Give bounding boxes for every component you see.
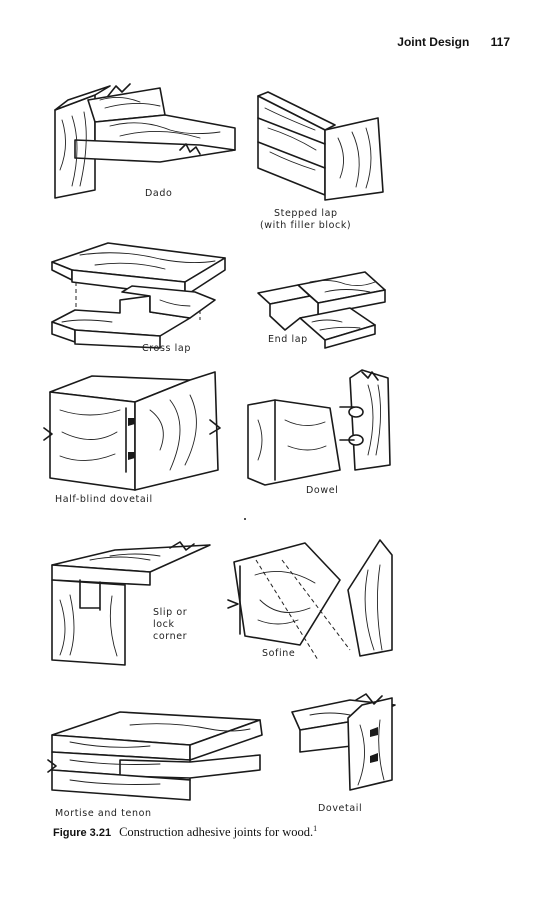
figure-caption: Figure 3.21 Construction adhesive joints … [53, 824, 317, 840]
dowel-illustration [247, 369, 391, 486]
slip-lock-corner-illustration [51, 541, 211, 666]
running-head: Joint Design 117 [397, 35, 510, 49]
label-dovetail: Dovetail [318, 803, 363, 814]
label-sofine: Sofine [262, 648, 296, 659]
stepped-lap-illustration [257, 91, 384, 201]
label-end-lap: End lap [268, 334, 308, 345]
label-stepped-lap-filler: (with filler block) [260, 220, 352, 231]
dovetail-illustration [291, 693, 396, 791]
mortise-tenon-illustration [47, 711, 263, 801]
label-half-blind-dovetail: Half-blind dovetail [55, 494, 153, 505]
half-blind-dovetail-illustration [43, 371, 221, 491]
cross-lap-illustration [51, 242, 226, 349]
label-mortise-tenon: Mortise and tenon [55, 808, 152, 819]
end-lap-illustration [257, 271, 386, 349]
caption-text: Construction adhesive joints for wood. [119, 825, 314, 840]
sofine-illustration [227, 539, 393, 661]
label-slip-corner-1: Slip or [153, 607, 188, 618]
label-slip-corner-2: lock [153, 619, 175, 630]
label-stepped-lap: Stepped lap [274, 208, 338, 219]
running-head-title: Joint Design [397, 35, 470, 49]
caption-footnote-ref: 1 [313, 824, 318, 833]
label-dowel: Dowel [306, 485, 339, 496]
figure-number: Figure 3.21 [53, 827, 112, 840]
label-dado: Dado [145, 188, 173, 199]
dado-illustration [54, 83, 236, 199]
label-cross-lap: Cross lap [142, 343, 191, 354]
label-slip-corner-3: corner [153, 631, 188, 642]
page-number: 117 [490, 35, 510, 49]
